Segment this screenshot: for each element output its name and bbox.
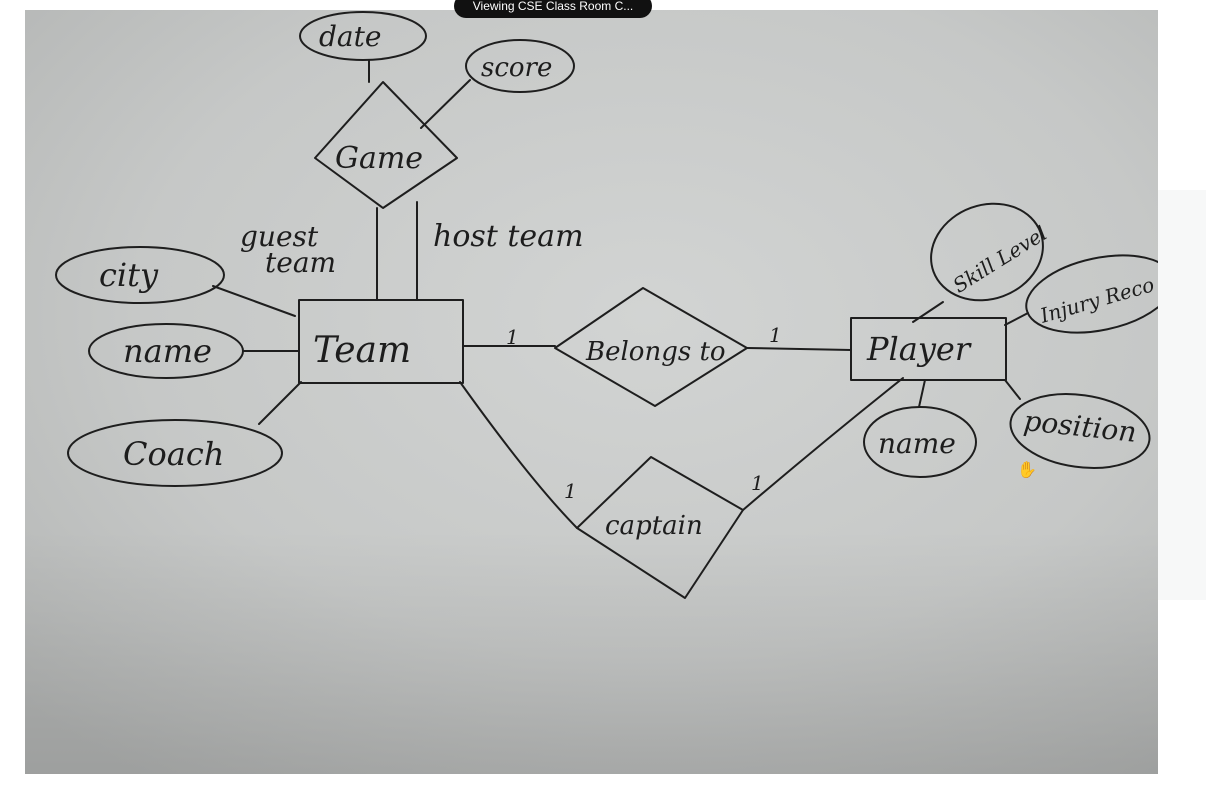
screen-share-banner[interactable]: Viewing CSE Class Room C... [454,0,652,18]
captain-team-cardinality: 1 [564,479,577,503]
hand-grab-icon: ✋ [1017,460,1037,479]
host-team-role-label: host team [433,219,584,254]
date-attribute-label: date [319,20,381,53]
team-name-attribute-label: name [123,332,212,370]
shared-screen-view: Team Player Game Belongs to captain date… [25,10,1158,774]
injury-record-attribute-ellipse [1025,254,1158,334]
coach-attribute-ellipse [67,419,283,487]
player-entity-label: Player [866,330,972,368]
city-attribute-ellipse [55,246,225,304]
game-relationship-label: Game [335,141,423,176]
score-attribute-ellipse [465,39,575,93]
captain-player-cardinality: 1 [751,471,764,495]
position-attribute-ellipse [1009,393,1151,469]
team-entity-box [298,299,464,384]
city-attribute-label: city [99,256,159,294]
belongs-to-team-cardinality: 1 [506,325,519,349]
belongs-to-relationship-label: Belongs to [585,337,726,367]
er-diagram-photo: Team Player Game Belongs to captain date… [25,10,1158,774]
skill-level-attribute-ellipse [930,202,1044,302]
captain-relationship-label: captain [605,511,703,541]
belongs-to-relationship-diamond [554,287,748,407]
date-attribute-ellipse [299,11,427,61]
belongs-to-player-cardinality: 1 [769,323,782,347]
player-name-attribute-label: name [878,427,956,460]
screen-share-banner-text: Viewing CSE Class Room C... [472,0,634,13]
score-attribute-label: score [481,53,552,83]
coach-attribute-label: Coach [123,435,224,473]
connector-lines [212,59,1029,529]
game-relationship-diamond [314,81,458,209]
guest-team-role-label-line1: guest [240,220,319,253]
captain-relationship-diamond [576,456,744,599]
team-entity-label: Team [313,330,411,371]
side-panel-edge [1158,190,1206,600]
guest-team-role-label-line2: team [265,246,336,279]
